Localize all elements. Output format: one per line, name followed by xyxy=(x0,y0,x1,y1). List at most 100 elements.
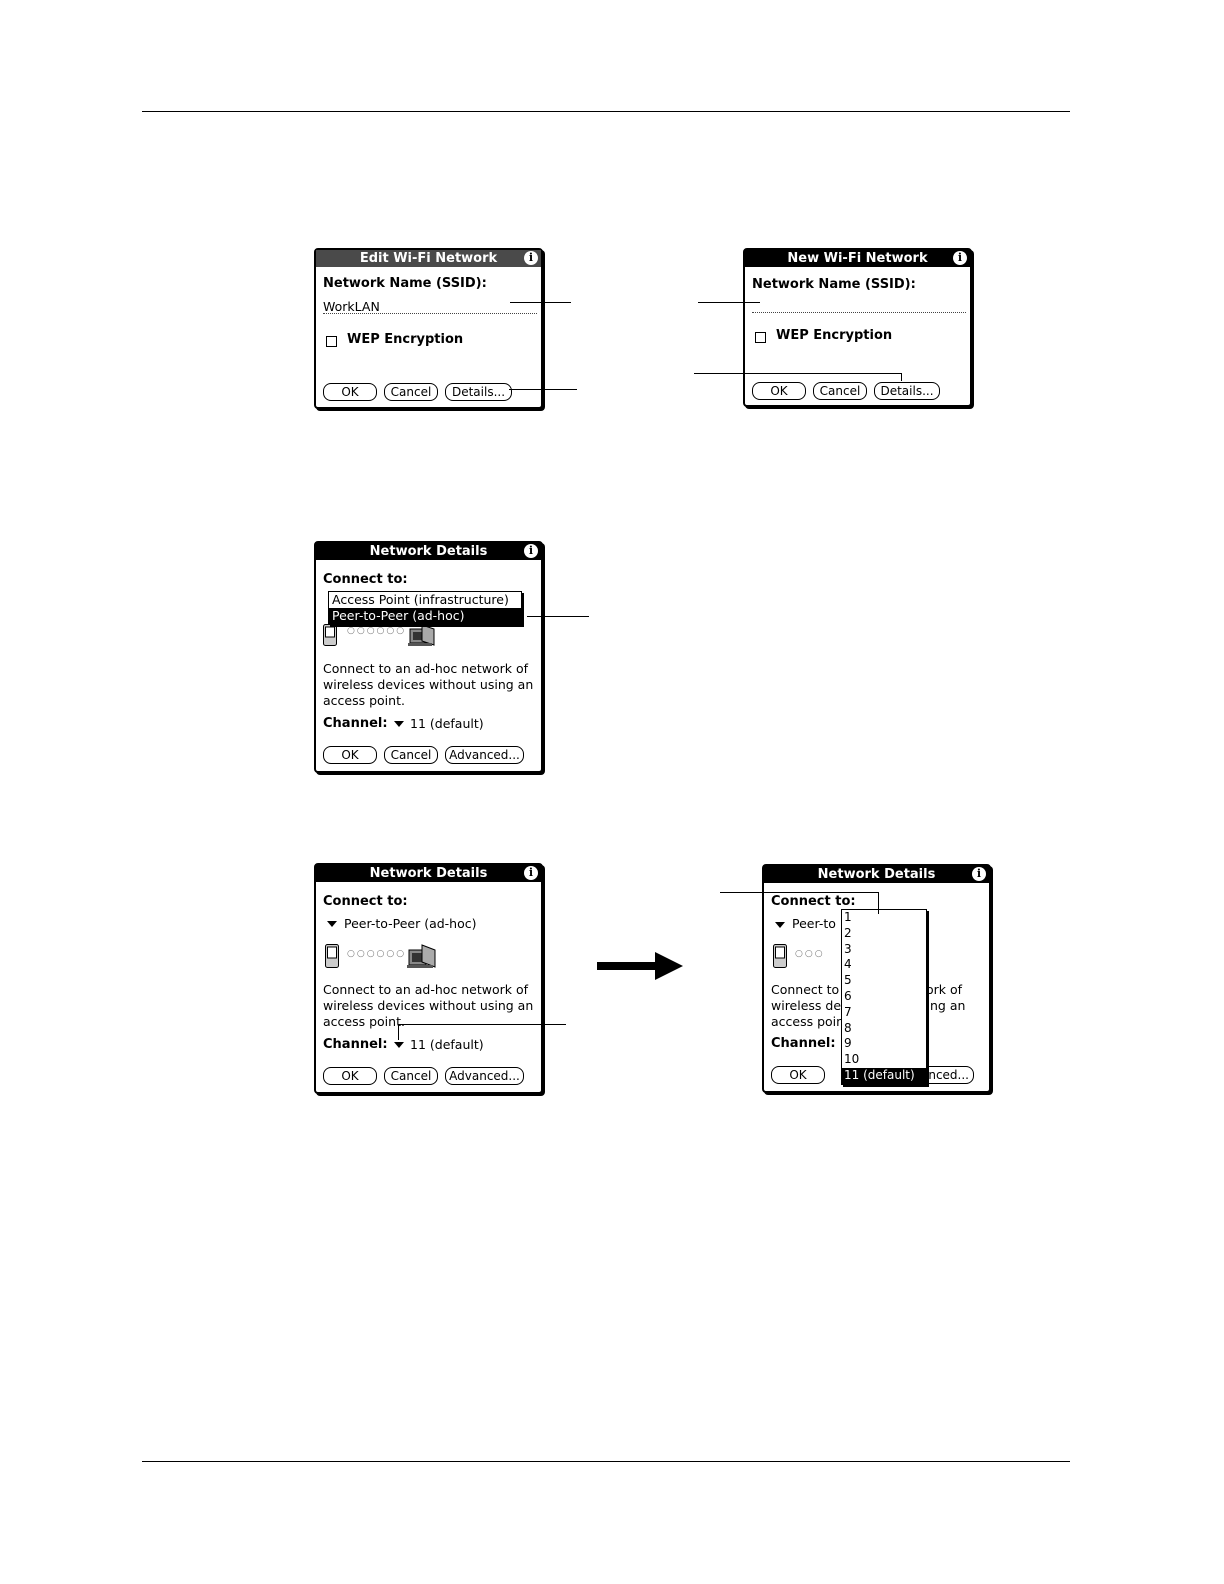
advanced-button[interactable]: nced... xyxy=(914,1066,974,1084)
channel-value[interactable]: 11 (default) xyxy=(410,716,484,731)
wep-checkbox-icon[interactable] xyxy=(755,332,766,343)
wep-label: WEP Encryption xyxy=(347,332,464,347)
description-line-2: wireless devices without using an xyxy=(323,677,534,692)
handheld-icon xyxy=(325,944,339,968)
ssid-label: Network Name (SSID): xyxy=(752,277,916,292)
description-line-1: Connect to an ad-hoc network of xyxy=(323,661,529,676)
channel-option[interactable]: 5 xyxy=(844,973,852,988)
handheld-icon xyxy=(323,624,337,646)
right-arrow-icon xyxy=(597,952,683,980)
channel-label: Channel: xyxy=(323,1037,388,1052)
advanced-button[interactable]: Advanced... xyxy=(445,746,524,764)
handheld-icon xyxy=(773,944,787,968)
callout-line xyxy=(720,892,878,893)
connect-to-value[interactable]: Peer-to-Peer (ad-hoc) xyxy=(344,916,477,931)
dialog-title: Network Details xyxy=(817,867,936,882)
channel-option[interactable]: 2 xyxy=(844,925,852,940)
description-line-3: access point. xyxy=(323,1014,405,1029)
details-button[interactable]: Details... xyxy=(874,382,940,400)
dropdown-triangle-icon[interactable] xyxy=(394,721,404,727)
ssid-input-underline xyxy=(752,312,966,313)
description-line-3: access point xyxy=(771,1014,849,1029)
option-peer-to-peer[interactable]: Peer-to-Peer (ad-hoc) xyxy=(329,608,521,624)
channel-option[interactable]: 8 xyxy=(844,1020,852,1035)
ok-button[interactable]: OK xyxy=(323,1067,377,1085)
callout-line xyxy=(527,616,589,617)
channel-option[interactable]: 1 xyxy=(844,910,852,924)
dropdown-triangle-icon[interactable] xyxy=(327,921,337,927)
cancel-button[interactable]: Cancel xyxy=(813,382,867,400)
connection-dots: ○○○○○○ xyxy=(347,626,407,636)
callout-line xyxy=(694,373,902,374)
new-wifi-network-dialog: New Wi-Fi Network i Network Name (SSID):… xyxy=(743,248,972,407)
channel-list[interactable]: 1 2 3 4 5 6 7 8 9 10 11 (default) xyxy=(841,909,927,1085)
channel-option[interactable]: 4 xyxy=(844,957,852,972)
channel-option[interactable]: 9 xyxy=(844,1036,852,1051)
description-line-2: wireless devices without using an xyxy=(323,998,534,1013)
callout-line xyxy=(901,373,902,381)
edit-wifi-network-dialog: Edit Wi-Fi Network i Network Name (SSID)… xyxy=(314,248,543,409)
dialog-title: Network Details xyxy=(369,866,488,881)
connect-to-popup-list[interactable]: Access Point (infrastructure) Peer-to-Pe… xyxy=(328,591,522,625)
description-right-2: ng an xyxy=(930,998,966,1013)
dialog-title: Edit Wi-Fi Network xyxy=(359,251,498,266)
computer-icon xyxy=(407,944,436,968)
network-details-dialog: Network Details i Connect to: Peer-to ○○… xyxy=(762,864,991,1093)
callout-line xyxy=(510,302,571,303)
wep-label: WEP Encryption xyxy=(776,328,893,343)
description-line-1: Connect to xyxy=(771,982,840,997)
info-icon[interactable]: i xyxy=(953,251,967,265)
callout-line xyxy=(509,389,577,390)
info-icon[interactable]: i xyxy=(524,544,538,558)
channel-option[interactable]: 10 xyxy=(844,1052,860,1067)
connection-dots: ○○○ xyxy=(795,949,825,959)
channel-label: Channel: xyxy=(771,1036,836,1051)
details-button[interactable]: Details... xyxy=(445,383,512,401)
channel-value[interactable]: 11 (default) xyxy=(410,1037,484,1052)
info-icon[interactable]: i xyxy=(972,867,986,881)
description-right-1: ork of xyxy=(926,982,963,997)
ssid-label: Network Name (SSID): xyxy=(323,276,487,291)
option-access-point[interactable]: Access Point (infrastructure) xyxy=(332,592,509,607)
ok-button[interactable]: OK xyxy=(323,383,377,401)
dialog-title-bar: Network Details i xyxy=(316,865,541,882)
info-icon[interactable]: i xyxy=(524,866,538,880)
ok-button[interactable]: OK xyxy=(323,746,377,764)
channel-option[interactable]: 6 xyxy=(844,988,852,1003)
network-details-dialog: Network Details i Connect to: ○○○○○○ Acc… xyxy=(314,541,543,773)
description-line-2: wireless dev xyxy=(771,998,849,1013)
channel-label: Channel: xyxy=(323,716,388,731)
dialog-title-bar: Network Details i xyxy=(316,543,541,560)
advanced-button[interactable]: Advanced... xyxy=(445,1067,524,1085)
header-rule xyxy=(142,111,1070,112)
dialog-title: New Wi-Fi Network xyxy=(787,251,928,266)
dropdown-triangle-icon[interactable] xyxy=(394,1042,404,1048)
computer-icon xyxy=(408,624,435,646)
channel-option[interactable]: 7 xyxy=(844,1004,852,1019)
ssid-input-underline xyxy=(323,313,537,314)
connect-to-value[interactable]: Peer-to xyxy=(792,916,836,931)
network-details-dialog: Network Details i Connect to: Peer-to-Pe… xyxy=(314,863,543,1094)
connect-to-label: Connect to: xyxy=(323,572,408,587)
dialog-title-bar: Edit Wi-Fi Network i xyxy=(316,250,541,267)
dropdown-triangle-icon[interactable] xyxy=(775,922,785,928)
cancel-button[interactable]: Cancel xyxy=(384,1067,438,1085)
ok-button[interactable]: OK xyxy=(771,1066,825,1084)
description-line-1: Connect to an ad-hoc network of xyxy=(323,982,529,997)
dialog-title-bar: New Wi-Fi Network i xyxy=(745,250,970,267)
channel-option[interactable]: 3 xyxy=(844,941,852,956)
footer-rule xyxy=(142,1461,1070,1462)
info-icon[interactable]: i xyxy=(524,251,538,265)
connect-to-label: Connect to: xyxy=(771,894,856,909)
connect-to-label: Connect to: xyxy=(323,894,408,909)
cancel-button[interactable]: Cancel xyxy=(384,383,438,401)
dialog-title-bar: Network Details i xyxy=(764,866,989,883)
ok-button[interactable]: OK xyxy=(752,382,806,400)
channel-option-selected[interactable]: 11 (default) xyxy=(842,1067,926,1084)
callout-line xyxy=(878,892,879,914)
callout-line xyxy=(398,1024,399,1040)
ssid-input[interactable]: WorkLAN xyxy=(323,299,380,314)
connection-dots: ○○○○○○ xyxy=(347,949,407,959)
cancel-button[interactable]: Cancel xyxy=(384,746,438,764)
wep-checkbox-icon[interactable] xyxy=(326,336,337,347)
